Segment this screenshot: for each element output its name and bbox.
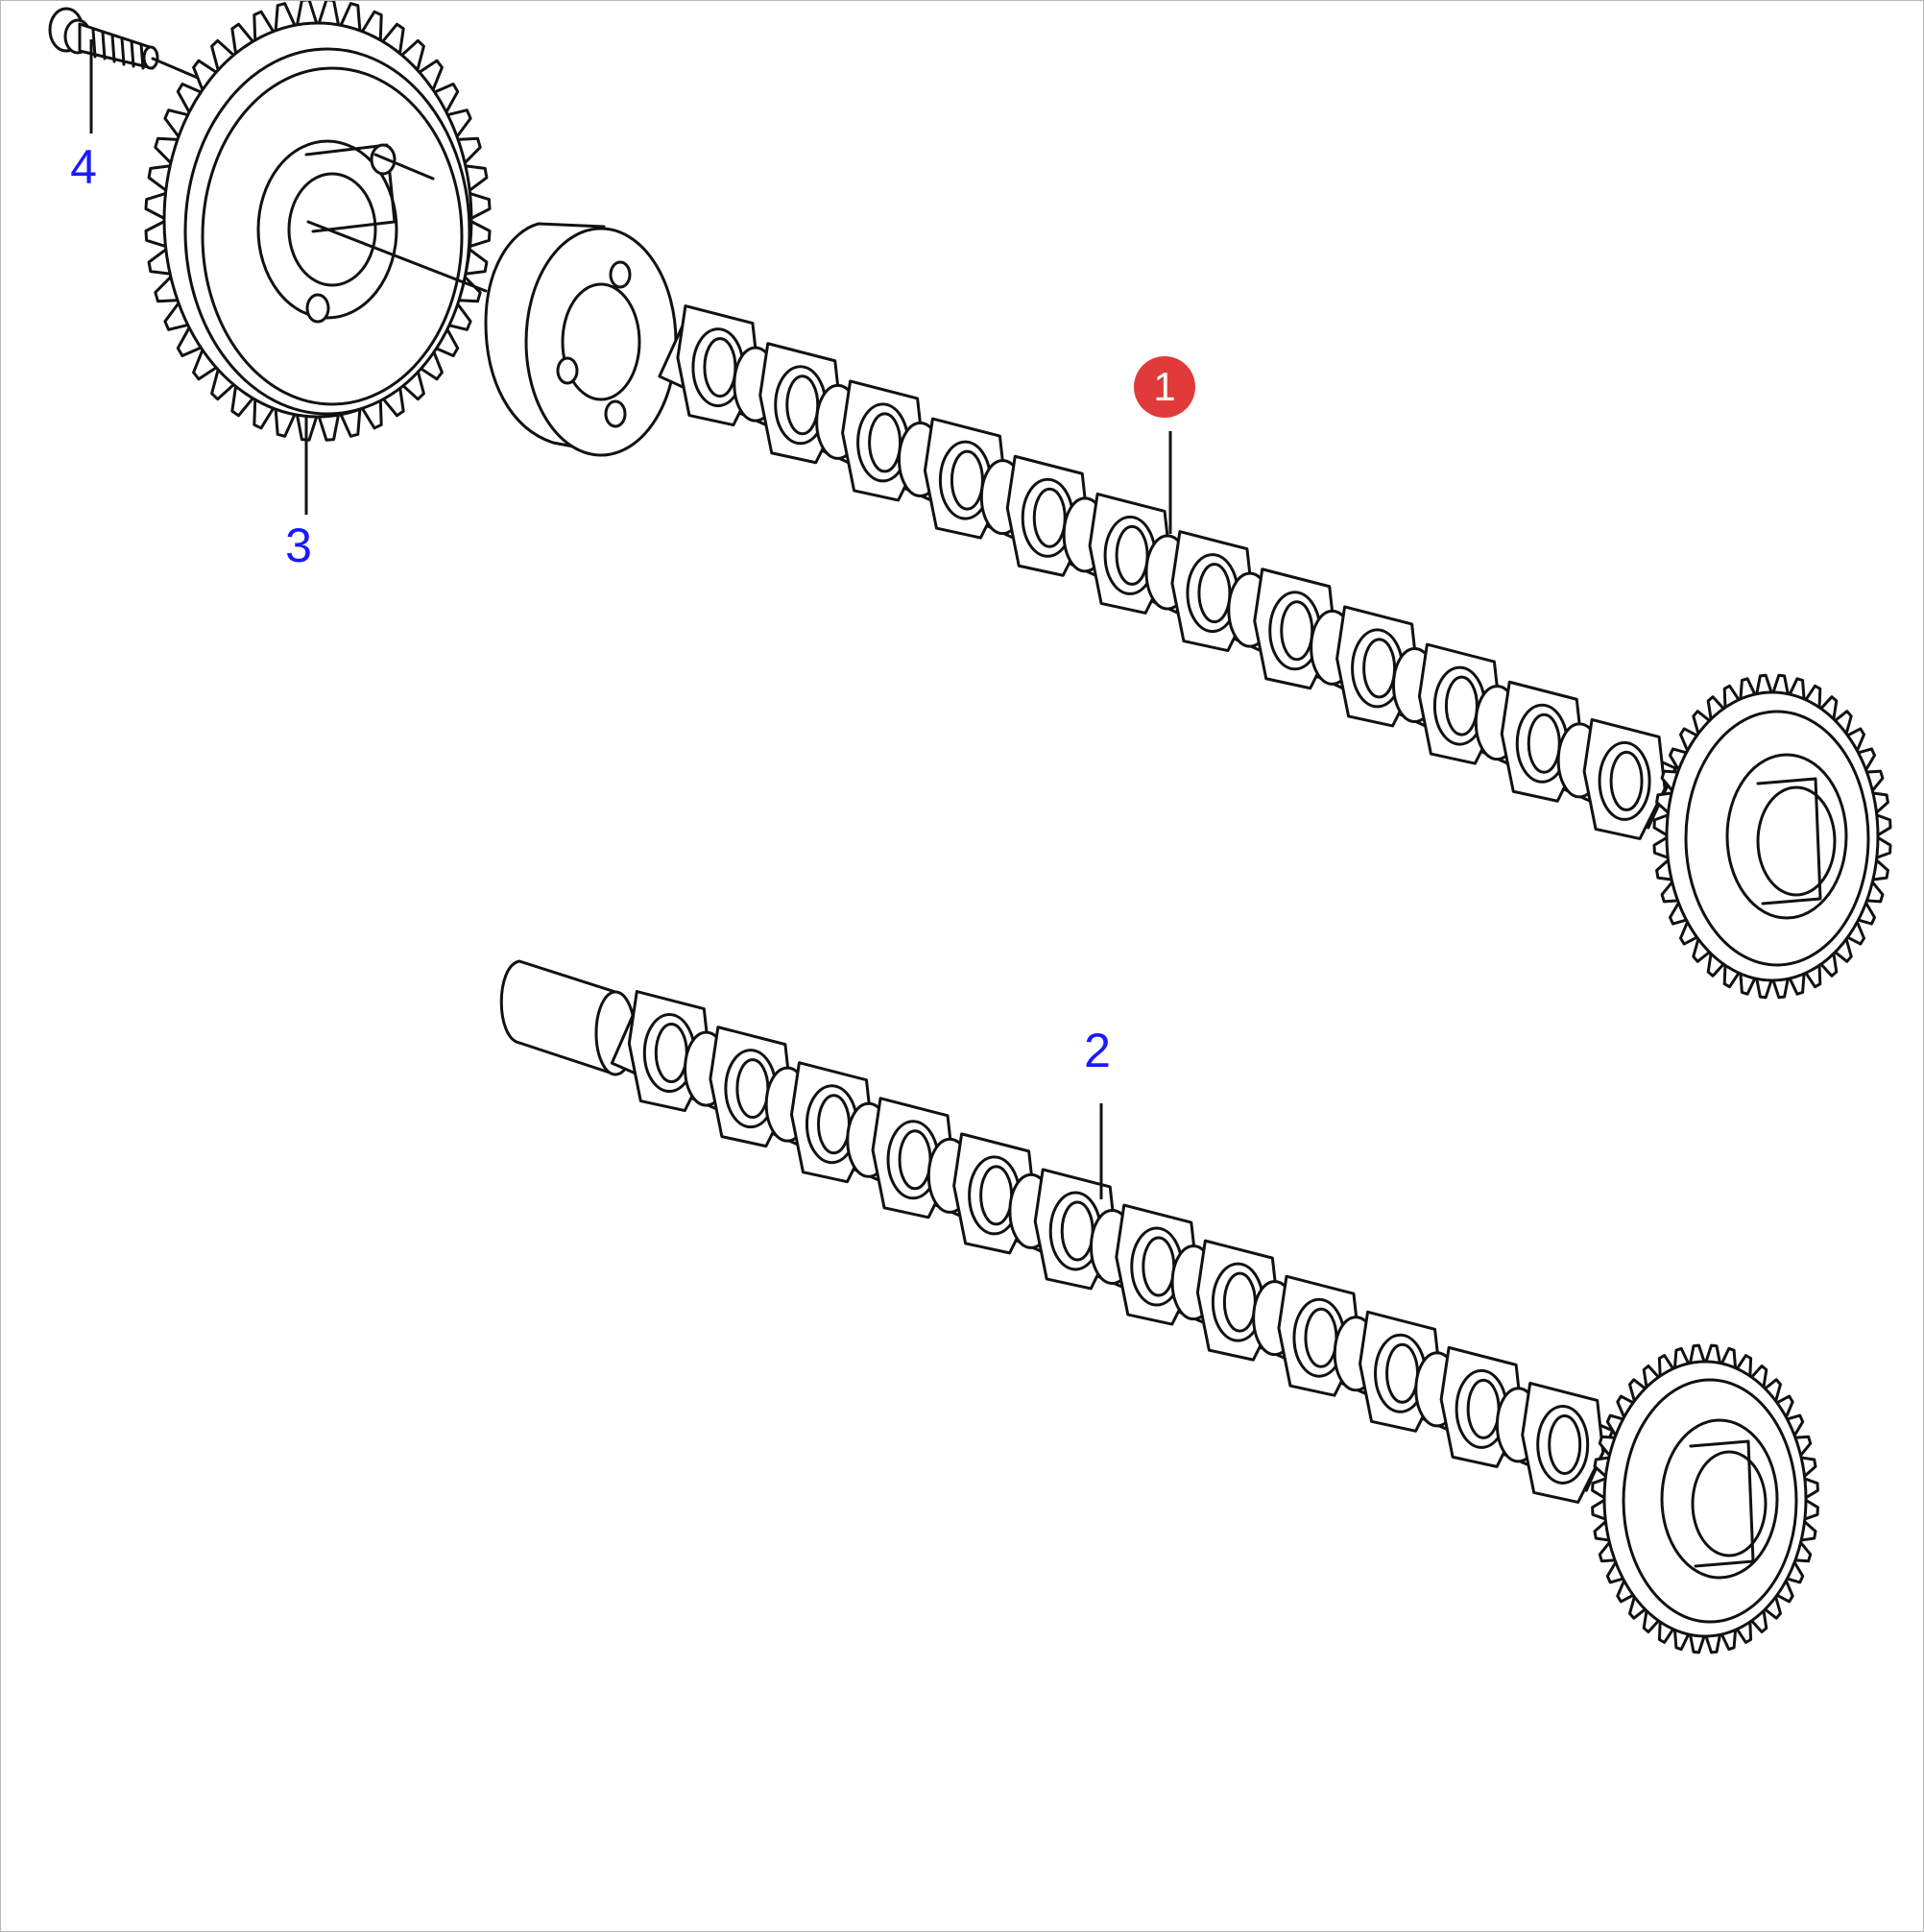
callout-3[interactable]: 3 bbox=[285, 519, 312, 572]
callout-1-badge[interactable]: 1 bbox=[1134, 356, 1195, 418]
camshaft-upper bbox=[658, 304, 1677, 840]
callout-4[interactable]: 4 bbox=[70, 140, 97, 194]
camshaft-hub bbox=[484, 222, 678, 457]
camshaft-lower bbox=[499, 959, 1615, 1504]
callout-2[interactable]: 2 bbox=[1084, 1024, 1111, 1077]
camshaft-upper-gear bbox=[1652, 673, 1892, 1000]
timing-gear bbox=[144, 1, 492, 442]
bolt bbox=[48, 7, 159, 70]
camshaft-lower-gear bbox=[1591, 1343, 1819, 1654]
